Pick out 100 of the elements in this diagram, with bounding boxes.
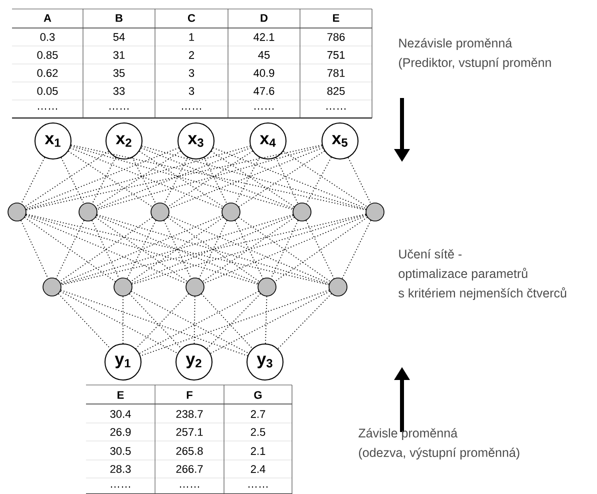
connection-line (60, 214, 294, 285)
table-cell: 40.9 (254, 69, 274, 77)
connection-line (130, 216, 224, 282)
connection-line (131, 215, 294, 284)
connection-line (167, 150, 253, 208)
table-cell: 265.8 (176, 447, 203, 455)
table-cell: 30.4 (110, 410, 131, 418)
connection-line (92, 220, 120, 279)
table-cell: E (333, 14, 340, 22)
table-cell: …… (182, 108, 201, 110)
connection-line (126, 220, 156, 279)
connection-line (282, 150, 368, 208)
connection-line (132, 214, 366, 285)
connection-line (96, 147, 252, 209)
connection-line (164, 220, 192, 279)
connection-line (141, 146, 366, 210)
connection-line (265, 296, 268, 344)
connection-line (20, 157, 46, 204)
connection-line (59, 216, 153, 282)
connection-line (140, 147, 294, 209)
connection-line (164, 157, 188, 204)
table-cell: 26.9 (110, 428, 131, 436)
connection-line (132, 157, 156, 204)
table-cell: 45 (258, 51, 270, 59)
table-cell: 0.85 (37, 51, 58, 59)
neuron-circle (258, 278, 276, 296)
connection-line (206, 293, 261, 350)
neuron-circle (222, 202, 240, 222)
connection-line (20, 220, 48, 279)
note-text: Závisle proměnná (odezva, výstupní proměnná) (358, 428, 520, 460)
connection-line (122, 296, 124, 344)
table-cell: G (254, 391, 262, 399)
table-cell: 825 (327, 87, 345, 95)
connection-line (60, 290, 178, 354)
connection-line (168, 215, 330, 284)
connection-line (70, 146, 294, 210)
connection-line (203, 215, 367, 284)
table-cell: 2.1 (250, 447, 266, 455)
table-cell: 2 (189, 51, 194, 59)
connection-line (129, 293, 182, 349)
table-cell: …… (248, 486, 268, 488)
table-cell: …… (110, 108, 128, 110)
connection-line (204, 157, 228, 204)
table-cell: 2.7 (250, 410, 266, 418)
connection-line (234, 220, 264, 279)
table-cell: …… (38, 108, 57, 110)
connection-line (70, 147, 223, 209)
note-text: Učení sítě - optimalizace parametrů s kritériem nejmenších čtverců (398, 249, 566, 300)
neuron-circle (186, 278, 204, 296)
connection-line (26, 214, 330, 286)
table-cell: B (116, 14, 122, 22)
connection-line (167, 216, 260, 282)
table-cell: 3 (188, 87, 194, 95)
connection-line (277, 293, 332, 350)
connection-line (25, 147, 180, 209)
table-cell: 42.1 (254, 33, 274, 41)
connection-line (96, 215, 259, 284)
table-cell: 2.4 (250, 465, 266, 473)
connection-line (210, 150, 295, 208)
connection-line (234, 156, 260, 204)
connection-line (70, 144, 366, 210)
connection-line (60, 215, 223, 284)
connection-line (202, 216, 295, 282)
connection-line (270, 220, 298, 279)
connection-line (95, 150, 181, 208)
connection-line (135, 293, 189, 350)
connection-line (200, 293, 253, 349)
connection-line (138, 150, 224, 208)
connection-line (276, 157, 298, 204)
table-cell: 35 (113, 69, 125, 77)
connection-line (24, 150, 110, 208)
connection-line (238, 216, 331, 282)
table-cell: 751 (327, 51, 345, 59)
table-cell: 33 (113, 87, 125, 95)
table-cell: …… (254, 108, 274, 110)
table-cell: 0.05 (37, 87, 58, 95)
table-cell: F (186, 391, 192, 399)
table-cell: …… (326, 108, 346, 110)
neuron-circle (366, 202, 384, 222)
table-cell: D (260, 14, 268, 22)
connection-line (96, 214, 330, 285)
neuron-circle (78, 202, 98, 222)
connection-line (210, 290, 330, 354)
table-cell: A (44, 14, 52, 22)
connection-line (168, 147, 324, 209)
connection-line (26, 144, 322, 210)
table-cell: 2.5 (250, 428, 266, 436)
table-cell: 3 (188, 69, 194, 77)
table-cell: 0.3 (40, 33, 55, 41)
table-cell: 786 (327, 33, 345, 41)
connection-line (140, 290, 330, 356)
connection-line (95, 216, 188, 282)
connection-line (25, 215, 187, 284)
table-cell: 1 (189, 33, 194, 41)
connection-line (68, 150, 153, 208)
table-cell: C (188, 14, 196, 22)
connection-line (306, 156, 332, 204)
connection-line (212, 147, 367, 209)
table-cell: E (118, 391, 124, 399)
connection-line (96, 146, 323, 210)
